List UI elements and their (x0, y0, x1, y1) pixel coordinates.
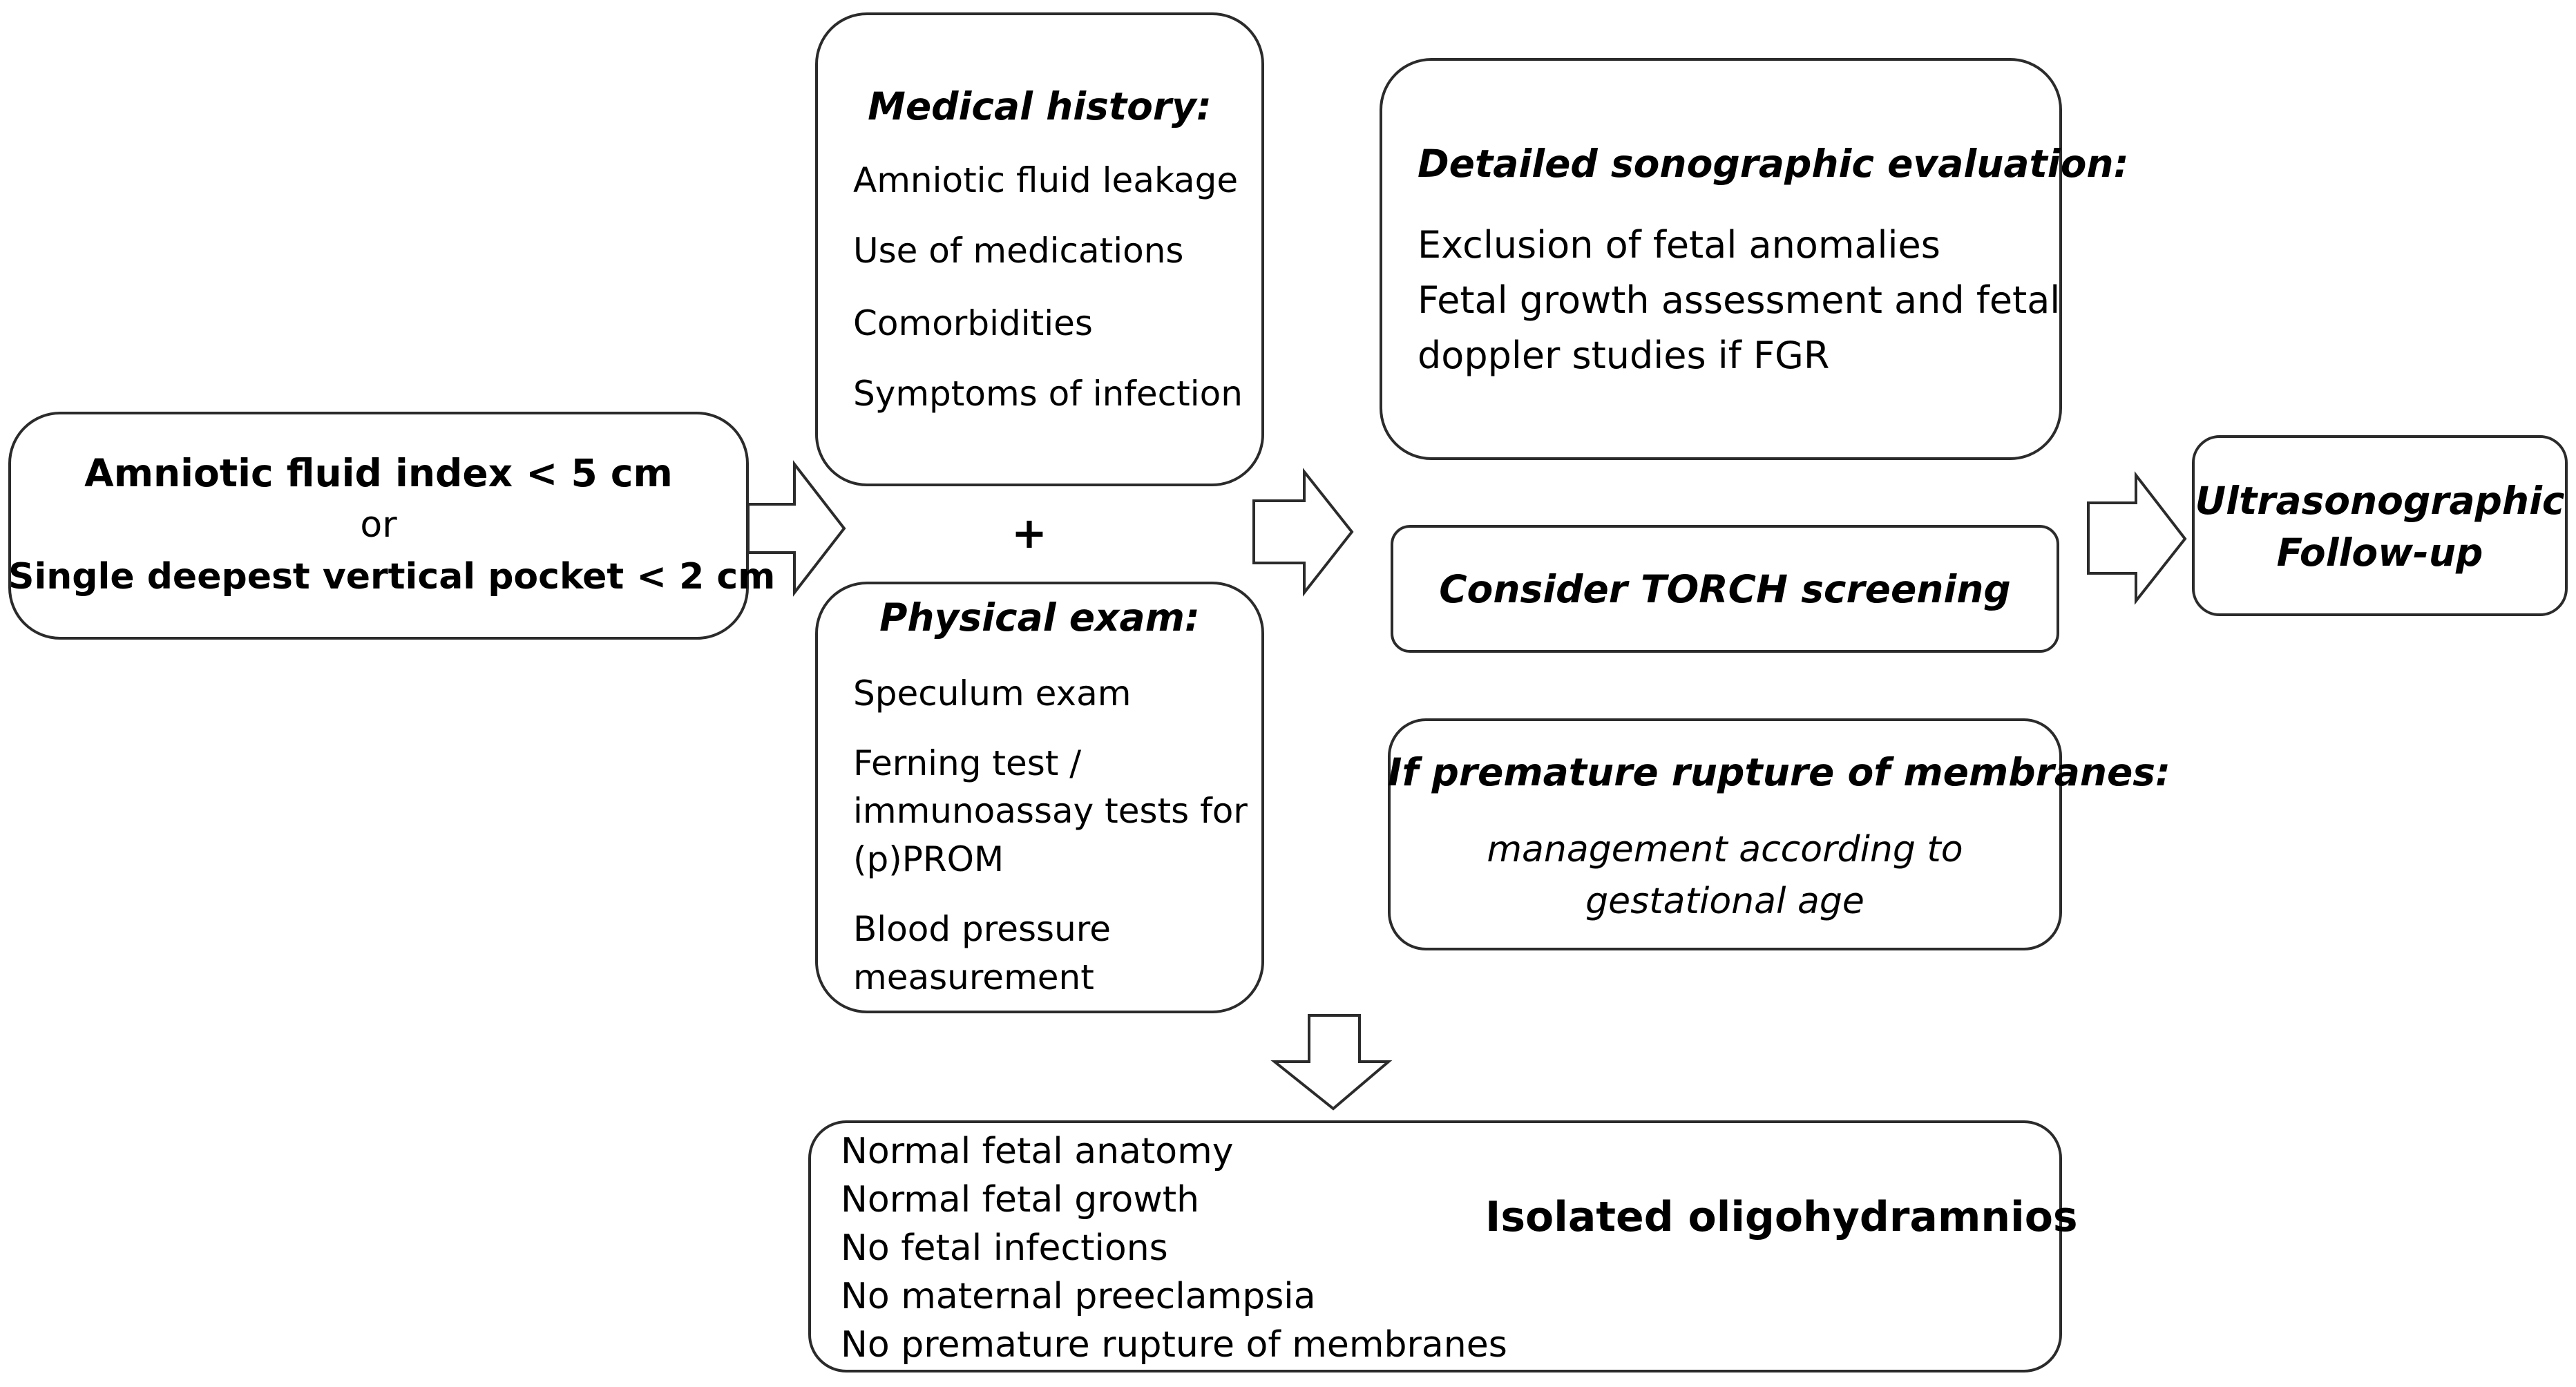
physical-exam-title: Physical exam: (879, 595, 1200, 640)
exam-item: Blood pressure (853, 909, 1111, 949)
prom-line: gestational age (1585, 881, 1864, 922)
exam-item: Speculum exam (853, 673, 1132, 714)
history-item: Comorbidities (853, 303, 1093, 343)
history-item: Amniotic fluid leakage (853, 160, 1239, 200)
arrow-evaluation-to-followup (2087, 471, 2187, 605)
prom-title: If premature rupture of membranes: (1388, 750, 2171, 794)
condition-item: No maternal preeclampsia (841, 1276, 1316, 1317)
condition-item: Normal fetal anatomy (841, 1131, 1234, 1172)
isolated-result: Isolated oligohydramnios (1485, 1193, 2078, 1241)
exam-item: (p)PROM (853, 839, 1004, 879)
arrow-history-to-evaluation (1252, 468, 1354, 597)
followup-line: Follow-up (2276, 530, 2483, 575)
sonographic-line: Fetal growth assessment and fetal (1418, 278, 2061, 322)
medical-history-box (815, 12, 1264, 486)
arrow-down-to-isolated (1270, 1014, 1393, 1111)
exam-item: Ferning test / (853, 743, 1082, 783)
criteria-or-text: or (360, 504, 397, 546)
medical-history-title: Medical history: (868, 84, 1212, 128)
exam-item: immunoassay tests for (853, 791, 1248, 831)
condition-item: No fetal infections (841, 1227, 1168, 1269)
plus-sign: + (1011, 508, 1047, 558)
condition-item: Normal fetal growth (841, 1179, 1200, 1221)
prom-box (1388, 718, 2062, 950)
sonographic-line: doppler studies if FGR (1418, 334, 1830, 377)
followup-box (2192, 435, 2568, 616)
followup-line: Ultrasonographic (2195, 479, 2565, 523)
history-item: Symptoms of infection (853, 374, 1243, 414)
criteria-sdvp-text: Single deepest vertical pocket < 2 cm (8, 556, 776, 597)
history-item: Use of medications (853, 231, 1184, 271)
sonographic-line: Exclusion of fetal anomalies (1418, 223, 1940, 267)
prom-line: management according to (1487, 829, 1963, 870)
condition-item: No premature rupture of membranes (841, 1324, 1507, 1366)
isolated-box (808, 1120, 2062, 1372)
criteria-box (8, 412, 749, 640)
arrow-criteria-to-history (747, 460, 846, 597)
criteria-afi-text: Amniotic fluid index < 5 cm (84, 451, 673, 495)
exam-item: measurement (853, 957, 1094, 997)
torch-screening-box (1391, 525, 2059, 653)
sonographic-evaluation-title: Detailed sonographic evaluation: (1418, 142, 2129, 186)
torch-screening-label: Consider TORCH screening (1439, 567, 2011, 611)
sonographic-evaluation-box (1380, 58, 2062, 460)
physical-exam-box (815, 582, 1264, 1013)
